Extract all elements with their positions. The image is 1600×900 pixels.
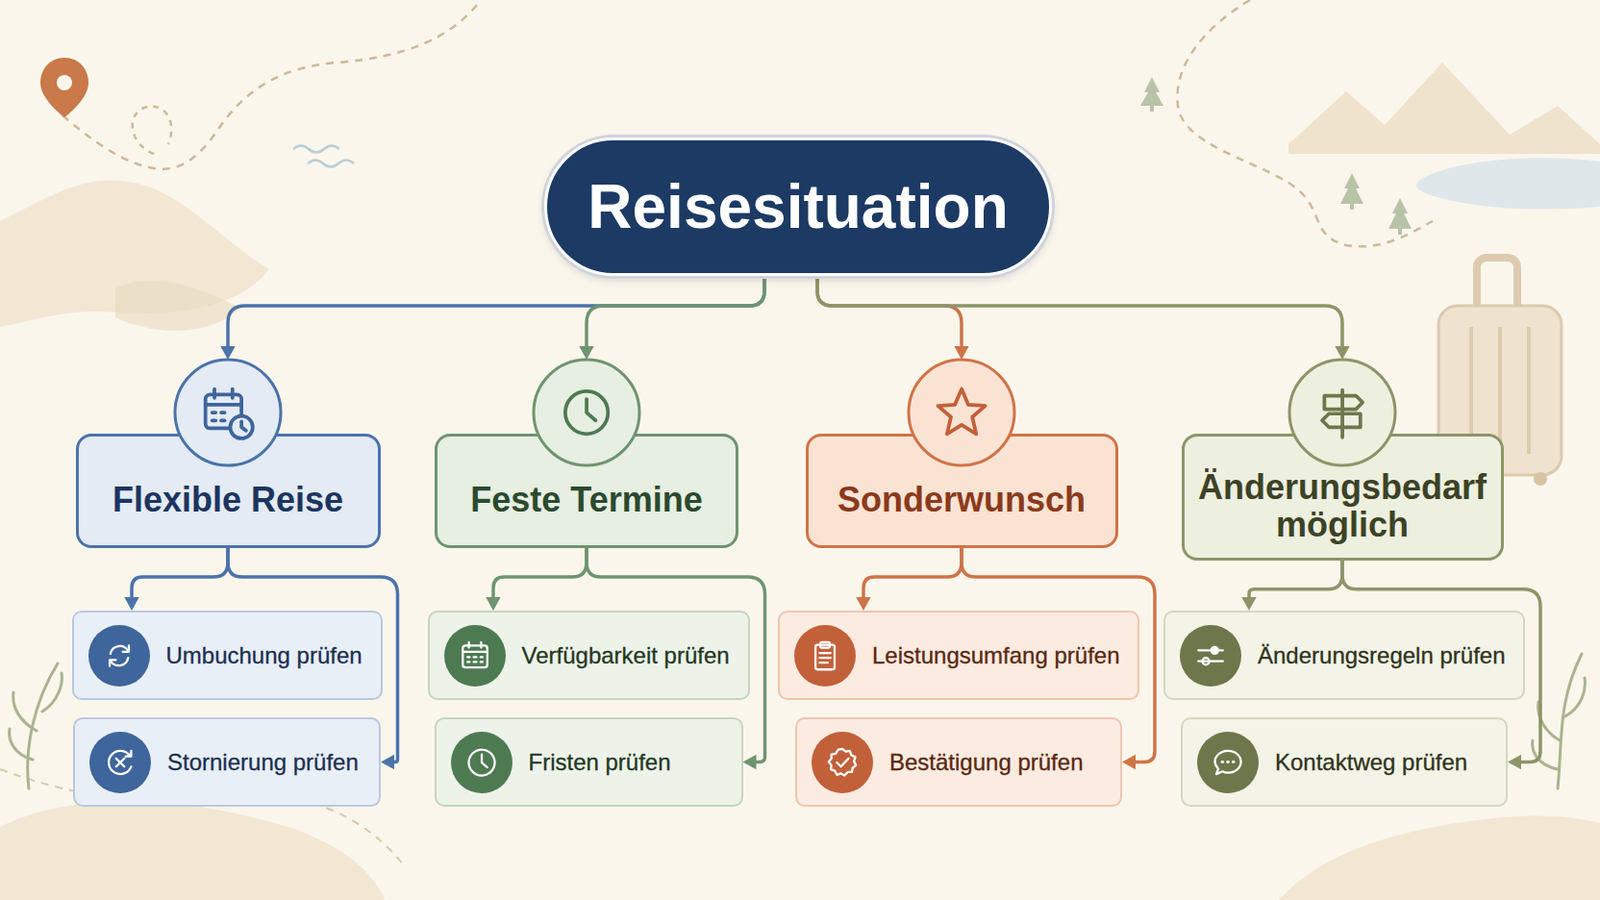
category-label: Sonderwunsch <box>837 481 1086 520</box>
check-icon <box>810 730 875 795</box>
check-label: Kontaktweg prüfen <box>1275 749 1468 776</box>
connector-arrow <box>1241 560 1343 611</box>
check-box: Stornierung prüfen <box>73 717 381 807</box>
arrow-head <box>380 754 395 770</box>
check-icon <box>88 730 152 795</box>
connector-line <box>131 548 228 600</box>
check-icon <box>793 624 857 688</box>
connector-arrow <box>817 275 1350 360</box>
category-label: Flexible Reise <box>112 481 344 520</box>
connector-line <box>863 548 962 600</box>
check-icon <box>450 730 514 795</box>
connector-arrow <box>855 548 962 611</box>
arrow-head <box>855 597 871 611</box>
check-icon <box>87 624 151 688</box>
connector-line <box>817 275 1343 349</box>
icon-badge <box>1286 356 1399 469</box>
check-box: Leistungsumfang prüfen <box>777 610 1140 700</box>
arrow-head <box>124 597 139 611</box>
connector-line <box>227 275 765 349</box>
check-box: Fristen prüfen <box>434 717 744 807</box>
category-box: Feste Termine <box>434 433 739 549</box>
check-box: Kontaktweg prüfen <box>1180 717 1508 807</box>
check-label: Bestätigung prüfen <box>889 749 1083 776</box>
root-box: Reisesituation <box>544 137 1051 276</box>
icon-badge <box>530 356 643 469</box>
check-label: Änderungsregeln prüfen <box>1257 642 1506 670</box>
connector-arrow <box>485 548 587 611</box>
arrow-head <box>1334 346 1350 360</box>
connector-arrow <box>578 275 765 360</box>
arrow-head <box>1241 597 1256 611</box>
arrow-head <box>220 346 235 360</box>
category-box: Sonderwunsch <box>805 433 1119 549</box>
connector-arrow <box>124 548 228 611</box>
check-label: Umbuchung prüfen <box>166 642 363 670</box>
check-box: Verfügbarkeit prüfen <box>427 610 750 700</box>
arrow-head <box>578 346 594 360</box>
icon-badge <box>905 356 1018 469</box>
check-label: Fristen prüfen <box>528 749 672 776</box>
connector-line <box>493 548 587 600</box>
check-label: Verfügbarkeit prüfen <box>522 642 730 670</box>
arrow-head <box>1507 754 1522 770</box>
connector-arrow <box>220 275 765 360</box>
arrow-head <box>743 754 757 770</box>
category-label: Feste Termine <box>470 481 702 520</box>
connector-arrow <box>817 275 970 360</box>
check-label: Stornierung prüfen <box>167 749 359 776</box>
check-label: Leistungsumfang prüfen <box>872 642 1121 670</box>
check-icon <box>1196 730 1260 795</box>
arrow-head <box>485 597 500 611</box>
arrow-head <box>1122 754 1136 770</box>
connector-line <box>1249 560 1343 600</box>
connector-line <box>586 275 765 349</box>
check-icon <box>443 624 507 688</box>
category-box: Flexible Reise <box>75 433 381 549</box>
check-box: Bestätigung prüfen <box>795 717 1123 807</box>
icon-badge <box>172 356 284 469</box>
category-label: Änderungsbedarf möglich <box>1196 469 1490 545</box>
connector-line <box>817 275 962 349</box>
check-icon <box>1178 624 1243 688</box>
arrow-head <box>953 346 969 360</box>
check-box: Umbuchung prüfen <box>72 610 383 700</box>
root-label: Reisesituation <box>587 171 1008 243</box>
category-box: Änderungsbedarf möglich <box>1181 433 1504 561</box>
check-box: Änderungsregeln prüfen <box>1163 610 1525 700</box>
